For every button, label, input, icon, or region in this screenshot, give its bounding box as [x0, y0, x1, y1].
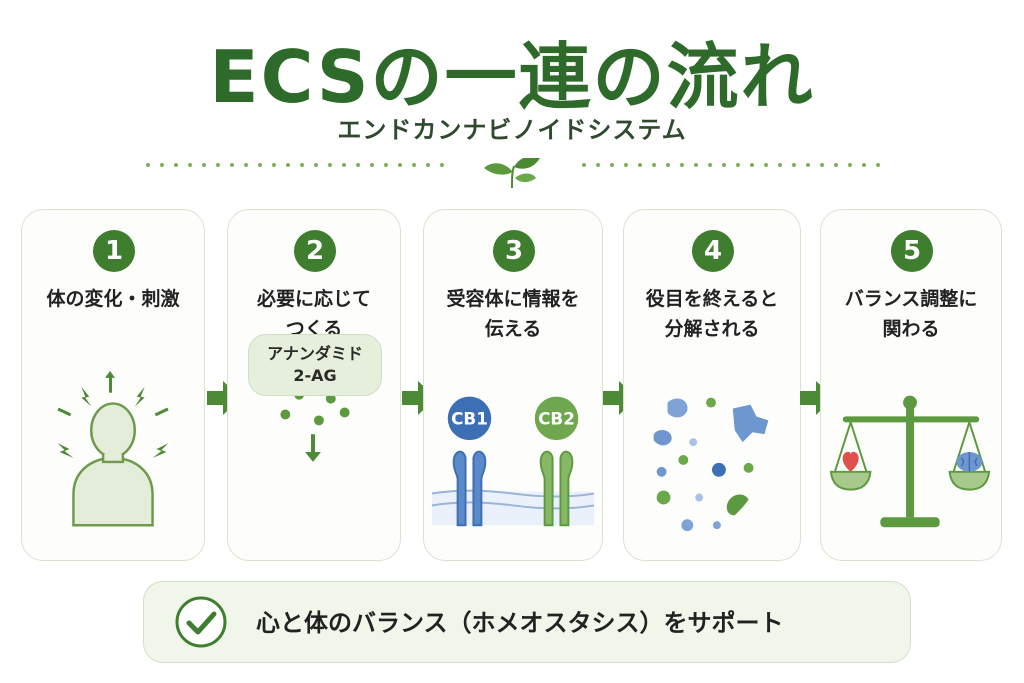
step-title: 体の変化・刺激 — [46, 288, 180, 310]
person-stimulus-icon — [57, 370, 169, 527]
sprout-icon — [484, 158, 540, 188]
page-subtitle: エンドカンナビノイドシステム — [337, 116, 687, 144]
balance-scale-icon — [829, 395, 991, 528]
conclusion-banner: 心と体のバランス（ホメオスタシス）をサポート — [143, 581, 911, 663]
conclusion-text: 心と体のバランス（ホメオスタシス）をサポート — [256, 609, 784, 637]
cb1-label: CB1 — [451, 408, 488, 428]
arrow-right-icon — [603, 381, 637, 415]
arrow-right-icon — [402, 381, 436, 415]
brain-icon — [956, 452, 983, 472]
step-number: 4 — [692, 230, 734, 272]
tag-anandamide: アナンダミド — [267, 344, 363, 363]
step-title: 受容体に情報を 伝える — [446, 288, 580, 340]
step-card-1: 1 体の変化・刺激 — [21, 209, 205, 561]
step-card-2: 2 必要に応じて つくる アナンダミド 2-AG — [227, 209, 401, 561]
step-card-5: 5 バランス調整に 関わる — [820, 209, 1002, 561]
step-title: バランス調整に 関わる — [844, 288, 978, 340]
page-title: ECSの一連の流れ — [209, 35, 815, 119]
cb2-label: CB2 — [538, 408, 575, 428]
step-title: 役目を終えると 分解される — [645, 288, 779, 340]
step-number: 2 — [294, 230, 336, 272]
check-circle-icon — [175, 596, 227, 648]
step-card-4: 4 役目を終えると 分解される — [623, 209, 801, 561]
receptor-icon: CB1 CB2 — [431, 396, 595, 527]
step-number: 3 — [493, 230, 535, 272]
breakdown-icon — [653, 397, 769, 532]
step-number: 5 — [891, 230, 933, 272]
step-card-3: 3 受容体に情報を 伝える CB1 CB2 — [423, 209, 603, 561]
heart-icon — [842, 451, 859, 472]
arrow-right-icon — [800, 381, 834, 415]
tag-2ag: 2-AG — [293, 366, 337, 385]
step-number: 1 — [93, 230, 135, 272]
arrow-right-icon — [207, 381, 241, 415]
leaf-divider — [146, 158, 880, 188]
endocannabinoid-tag: アナンダミド 2-AG — [248, 334, 382, 396]
